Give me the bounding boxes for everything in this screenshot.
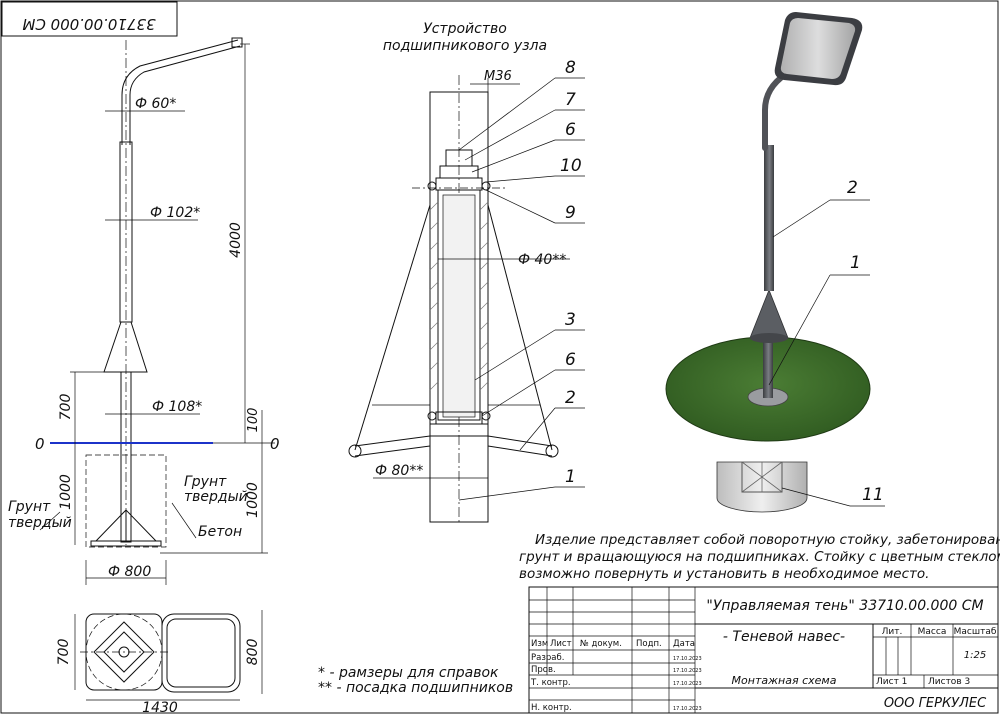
tb-role-prov: Пров.	[531, 665, 556, 675]
callout-2: 2	[565, 388, 576, 408]
ground-right-2: твердый	[184, 489, 248, 505]
pole-elevation	[39, 37, 275, 585]
tb-date-1: 17.10.2023	[673, 656, 702, 662]
dim-h100: 100	[246, 408, 261, 433]
zero-label-left: 0	[35, 435, 45, 453]
tb-col-lit: Лит.	[882, 627, 903, 637]
dim-h700: 700	[58, 394, 74, 421]
concrete-label: Бетон	[198, 524, 242, 540]
tb-header-izm: Изм	[531, 639, 548, 649]
stamp-box: 33710.00.000 СМ	[1, 1, 178, 37]
callout-7: 7	[565, 90, 576, 110]
tb-header-doc: № докум.	[580, 639, 622, 649]
zero-label-right: 0	[270, 435, 280, 453]
tb-name: - Теневой навес-	[723, 629, 845, 645]
dim-d800: Ф 800	[108, 564, 151, 580]
callout-6a: 6	[565, 120, 576, 140]
tb-col-scale: Масштаб	[954, 627, 997, 637]
callout-8: 8	[565, 58, 576, 78]
dim-d40: Ф 40**	[518, 252, 566, 268]
ground-left-1: Грунт	[8, 499, 51, 515]
dim-d60: Ф 60*	[135, 96, 176, 112]
description-line-2: грунт и вращающуюся на подшипниках. Стой…	[519, 549, 1000, 565]
dim-w700: 700	[56, 639, 72, 666]
tb-role-nkontr: Н. контр.	[531, 703, 572, 713]
title-block	[528, 586, 999, 714]
dim-h1000-left: 1000	[58, 474, 74, 510]
isometric-view	[665, 12, 885, 513]
ground-right-1: Грунт	[184, 474, 227, 490]
tb-company: ООО ГЕРКУЛЕС	[884, 696, 987, 711]
callout-10: 10	[560, 156, 582, 176]
dim-w800: 800	[245, 639, 261, 666]
tb-sheets: Листов 3	[928, 677, 970, 687]
plan-view	[74, 610, 263, 701]
tb-role-tkontr: Т. контр.	[530, 678, 571, 688]
tb-col-mass: Масса	[918, 627, 947, 637]
tb-scale: 1:25	[964, 650, 986, 661]
tb-role-razrab: Разраб.	[531, 653, 564, 663]
description-line-1: Изделие представляет собой поворотную ст…	[535, 532, 1000, 548]
note-ref: * - рамзеры для справок	[318, 665, 499, 681]
dim-d108: Ф 108*	[152, 399, 202, 415]
dim-h1000-right: 1000	[245, 482, 261, 518]
dim-h4000: 4000	[228, 222, 244, 258]
tb-date-4: 17.10.2023	[673, 706, 702, 712]
iso-callout-1: 1	[850, 253, 861, 273]
tb-header-list: Лист	[550, 639, 572, 649]
dim-d80: Ф 80**	[375, 463, 423, 479]
note-fit: ** - посадка подшипников	[318, 680, 513, 696]
bearing-section	[348, 75, 585, 525]
dim-m36: М36	[484, 69, 512, 84]
description-line-3: возможно повернуть и установить в необхо…	[519, 566, 929, 582]
tb-header-date: Дата	[673, 639, 695, 649]
dim-w1430: 1430	[142, 700, 178, 715]
ground-left-2: твердый	[8, 515, 72, 531]
tb-date-2: 17.10.2023	[673, 668, 702, 674]
bearing-title-1: Устройство	[423, 21, 507, 37]
tb-sheet: Лист 1	[876, 677, 907, 687]
iso-callout-2: 2	[847, 178, 858, 198]
callout-9: 9	[565, 203, 576, 223]
callout-6b: 6	[565, 350, 576, 370]
tb-doc-type: Монтажная схема	[732, 674, 837, 687]
tb-date-3: 17.10.2023	[673, 681, 702, 687]
tb-header-sign: Подп.	[636, 639, 662, 649]
stamp-code: 33710.00.000 СМ	[22, 15, 155, 33]
iso-callout-11: 11	[862, 485, 884, 505]
callout-1: 1	[565, 467, 576, 487]
tb-product: "Управляемая тень" 33710.00.000 СМ	[706, 598, 983, 614]
callout-3: 3	[565, 310, 576, 330]
dim-d102: Ф 102*	[150, 205, 200, 221]
bearing-title-2: подшипникового узла	[383, 38, 547, 54]
